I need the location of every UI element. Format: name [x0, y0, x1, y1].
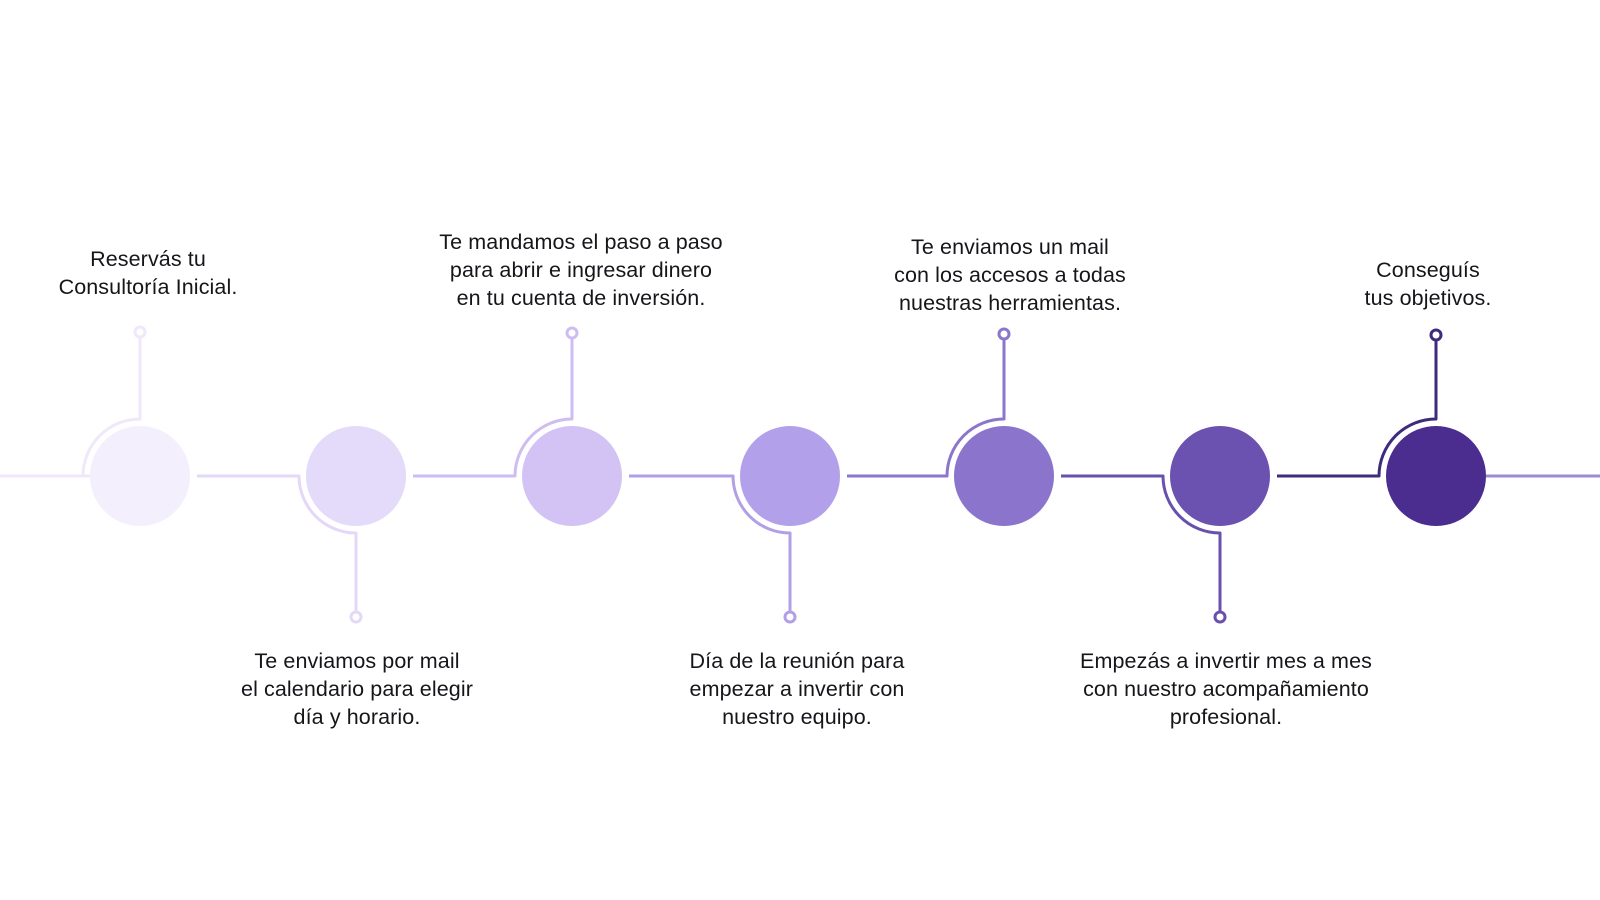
endpoint-markers: [133, 325, 1443, 624]
endpoint-marker-3: [565, 326, 579, 340]
step-label-2: Te enviamos por mail el calendario para …: [241, 649, 473, 729]
step-label-3: Te mandamos el paso a paso para abrir e …: [439, 230, 723, 311]
node-circle-1: [90, 426, 190, 526]
connector-step-5: [847, 334, 1006, 478]
endpoint-marker-7: [1429, 328, 1443, 342]
step-label-1: Reservás tu Consultoría Inicial.: [58, 247, 238, 300]
node-circle-7: [1386, 426, 1486, 526]
endpoint-marker-4: [783, 610, 797, 624]
endpoint-marker-6: [1213, 610, 1227, 624]
connector-tracks: [0, 332, 1600, 617]
node-circles: [90, 426, 1486, 526]
endpoint-marker-5: [997, 327, 1011, 341]
connector-step-6: [1061, 474, 1222, 617]
step-label-5: Te enviamos un mail con los accesos a to…: [894, 235, 1126, 316]
step-label-7: Conseguís tus objetivos.: [1364, 258, 1492, 311]
step-label-4: Día de la reunión para empezar a inverti…: [689, 649, 905, 729]
node-circle-3: [522, 426, 622, 526]
endpoint-marker-1: [133, 325, 147, 339]
connector-step-7: [1277, 335, 1438, 478]
step-label-6: Empezás a invertir mes a mes con nuestro…: [1080, 649, 1372, 729]
node-circle-6: [1170, 426, 1270, 526]
node-circle-2: [306, 426, 406, 526]
connector-step-2: [197, 474, 358, 617]
endpoint-marker-2: [349, 610, 363, 624]
connector-step-4: [629, 474, 792, 617]
node-circle-4: [740, 426, 840, 526]
connector-step-1: [81, 332, 142, 478]
connector-step-3: [413, 333, 574, 478]
node-circle-5: [954, 426, 1054, 526]
